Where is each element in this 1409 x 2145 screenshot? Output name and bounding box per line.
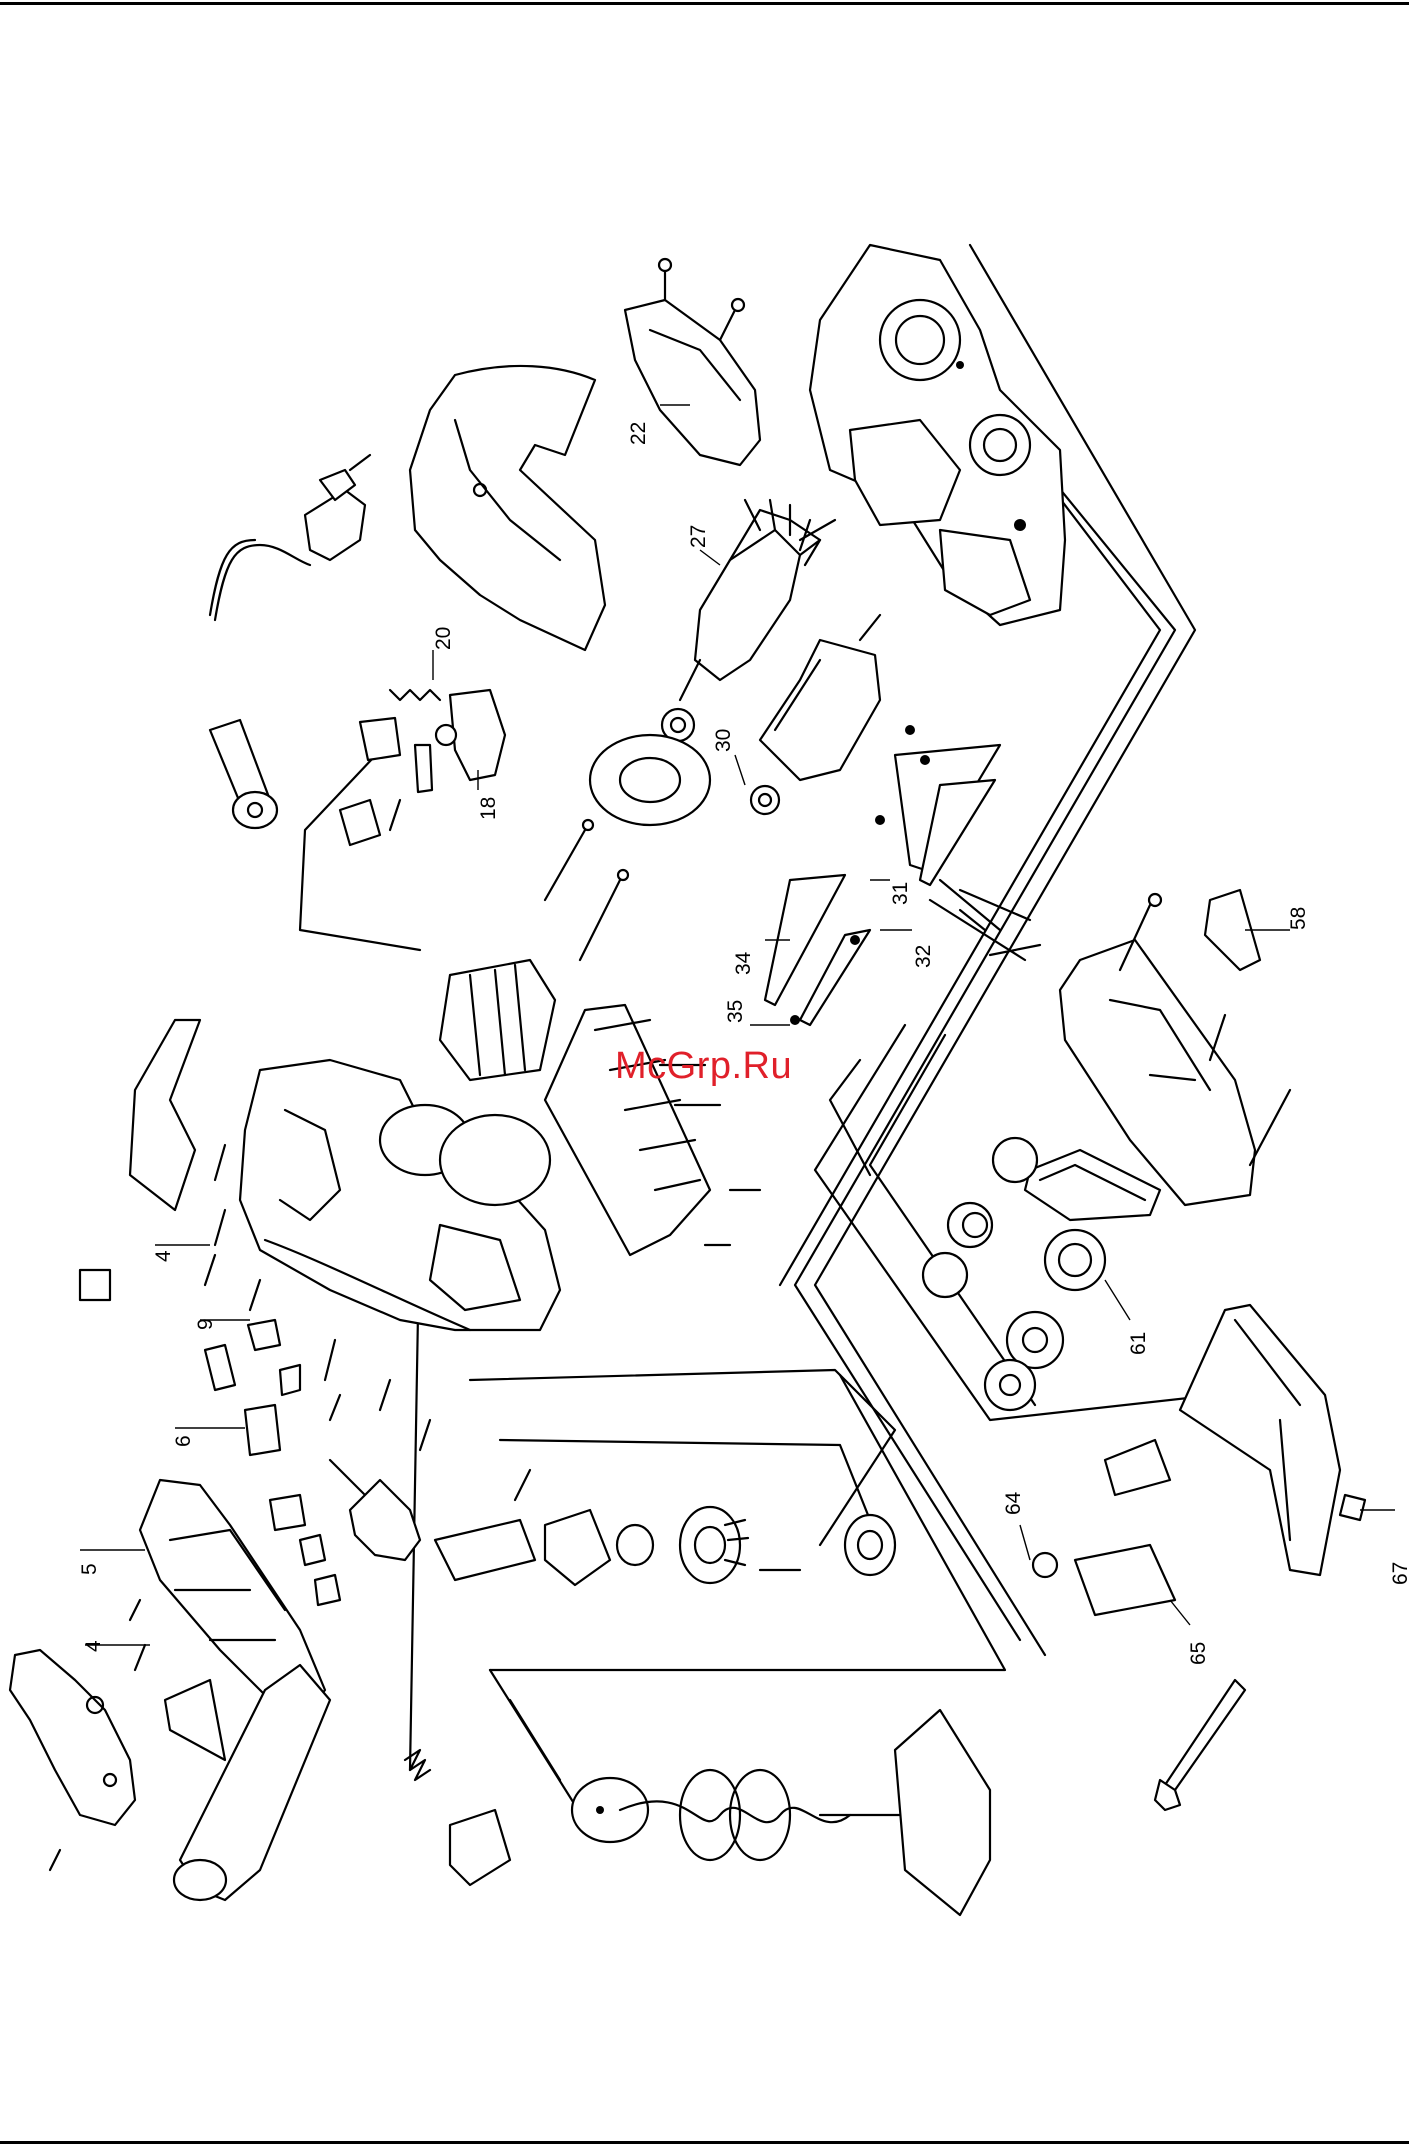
label-32: 32 [912, 945, 935, 968]
label-67: 67 [1389, 1562, 1409, 1585]
label-30: 30 [712, 729, 735, 752]
belt-guard-upper [410, 366, 605, 650]
side-cover [130, 1020, 200, 1210]
long-screws [545, 820, 628, 960]
label-58: 58 [1287, 907, 1310, 930]
gear-housing [810, 245, 1065, 625]
stator [760, 615, 880, 780]
tube-and-spring [174, 1665, 990, 1915]
depth-knob-assembly [350, 1480, 895, 1585]
handle-sleeve [210, 720, 277, 828]
label-6: 6 [172, 1435, 195, 1447]
parallel-fence [1033, 1305, 1365, 1615]
main-housing [240, 1060, 560, 1330]
label-64: 64 [1002, 1491, 1025, 1515]
base-plate [545, 1005, 760, 1255]
label-34: 34 [732, 951, 755, 975]
label-31: 31 [889, 882, 912, 905]
label-4-lower: 4 [82, 1640, 105, 1652]
spanner-wrench [1155, 1680, 1245, 1810]
belt-and-pulleys [923, 1138, 1160, 1410]
label-4-upper: 4 [152, 1250, 175, 1262]
motor-can [440, 960, 555, 1080]
power-cord-plug [210, 455, 370, 620]
label-65: 65 [1187, 1642, 1210, 1665]
watermark-text: McGrp.Ru [615, 1045, 792, 1088]
label-18: 18 [477, 797, 500, 820]
front-handle [10, 1650, 135, 1825]
label-27: 27 [687, 525, 710, 548]
label-5: 5 [78, 1563, 101, 1575]
label-20: 20 [432, 627, 455, 650]
label-61: 61 [1127, 1332, 1150, 1355]
label-22: 22 [627, 422, 650, 445]
label-35: 35 [724, 1000, 747, 1023]
